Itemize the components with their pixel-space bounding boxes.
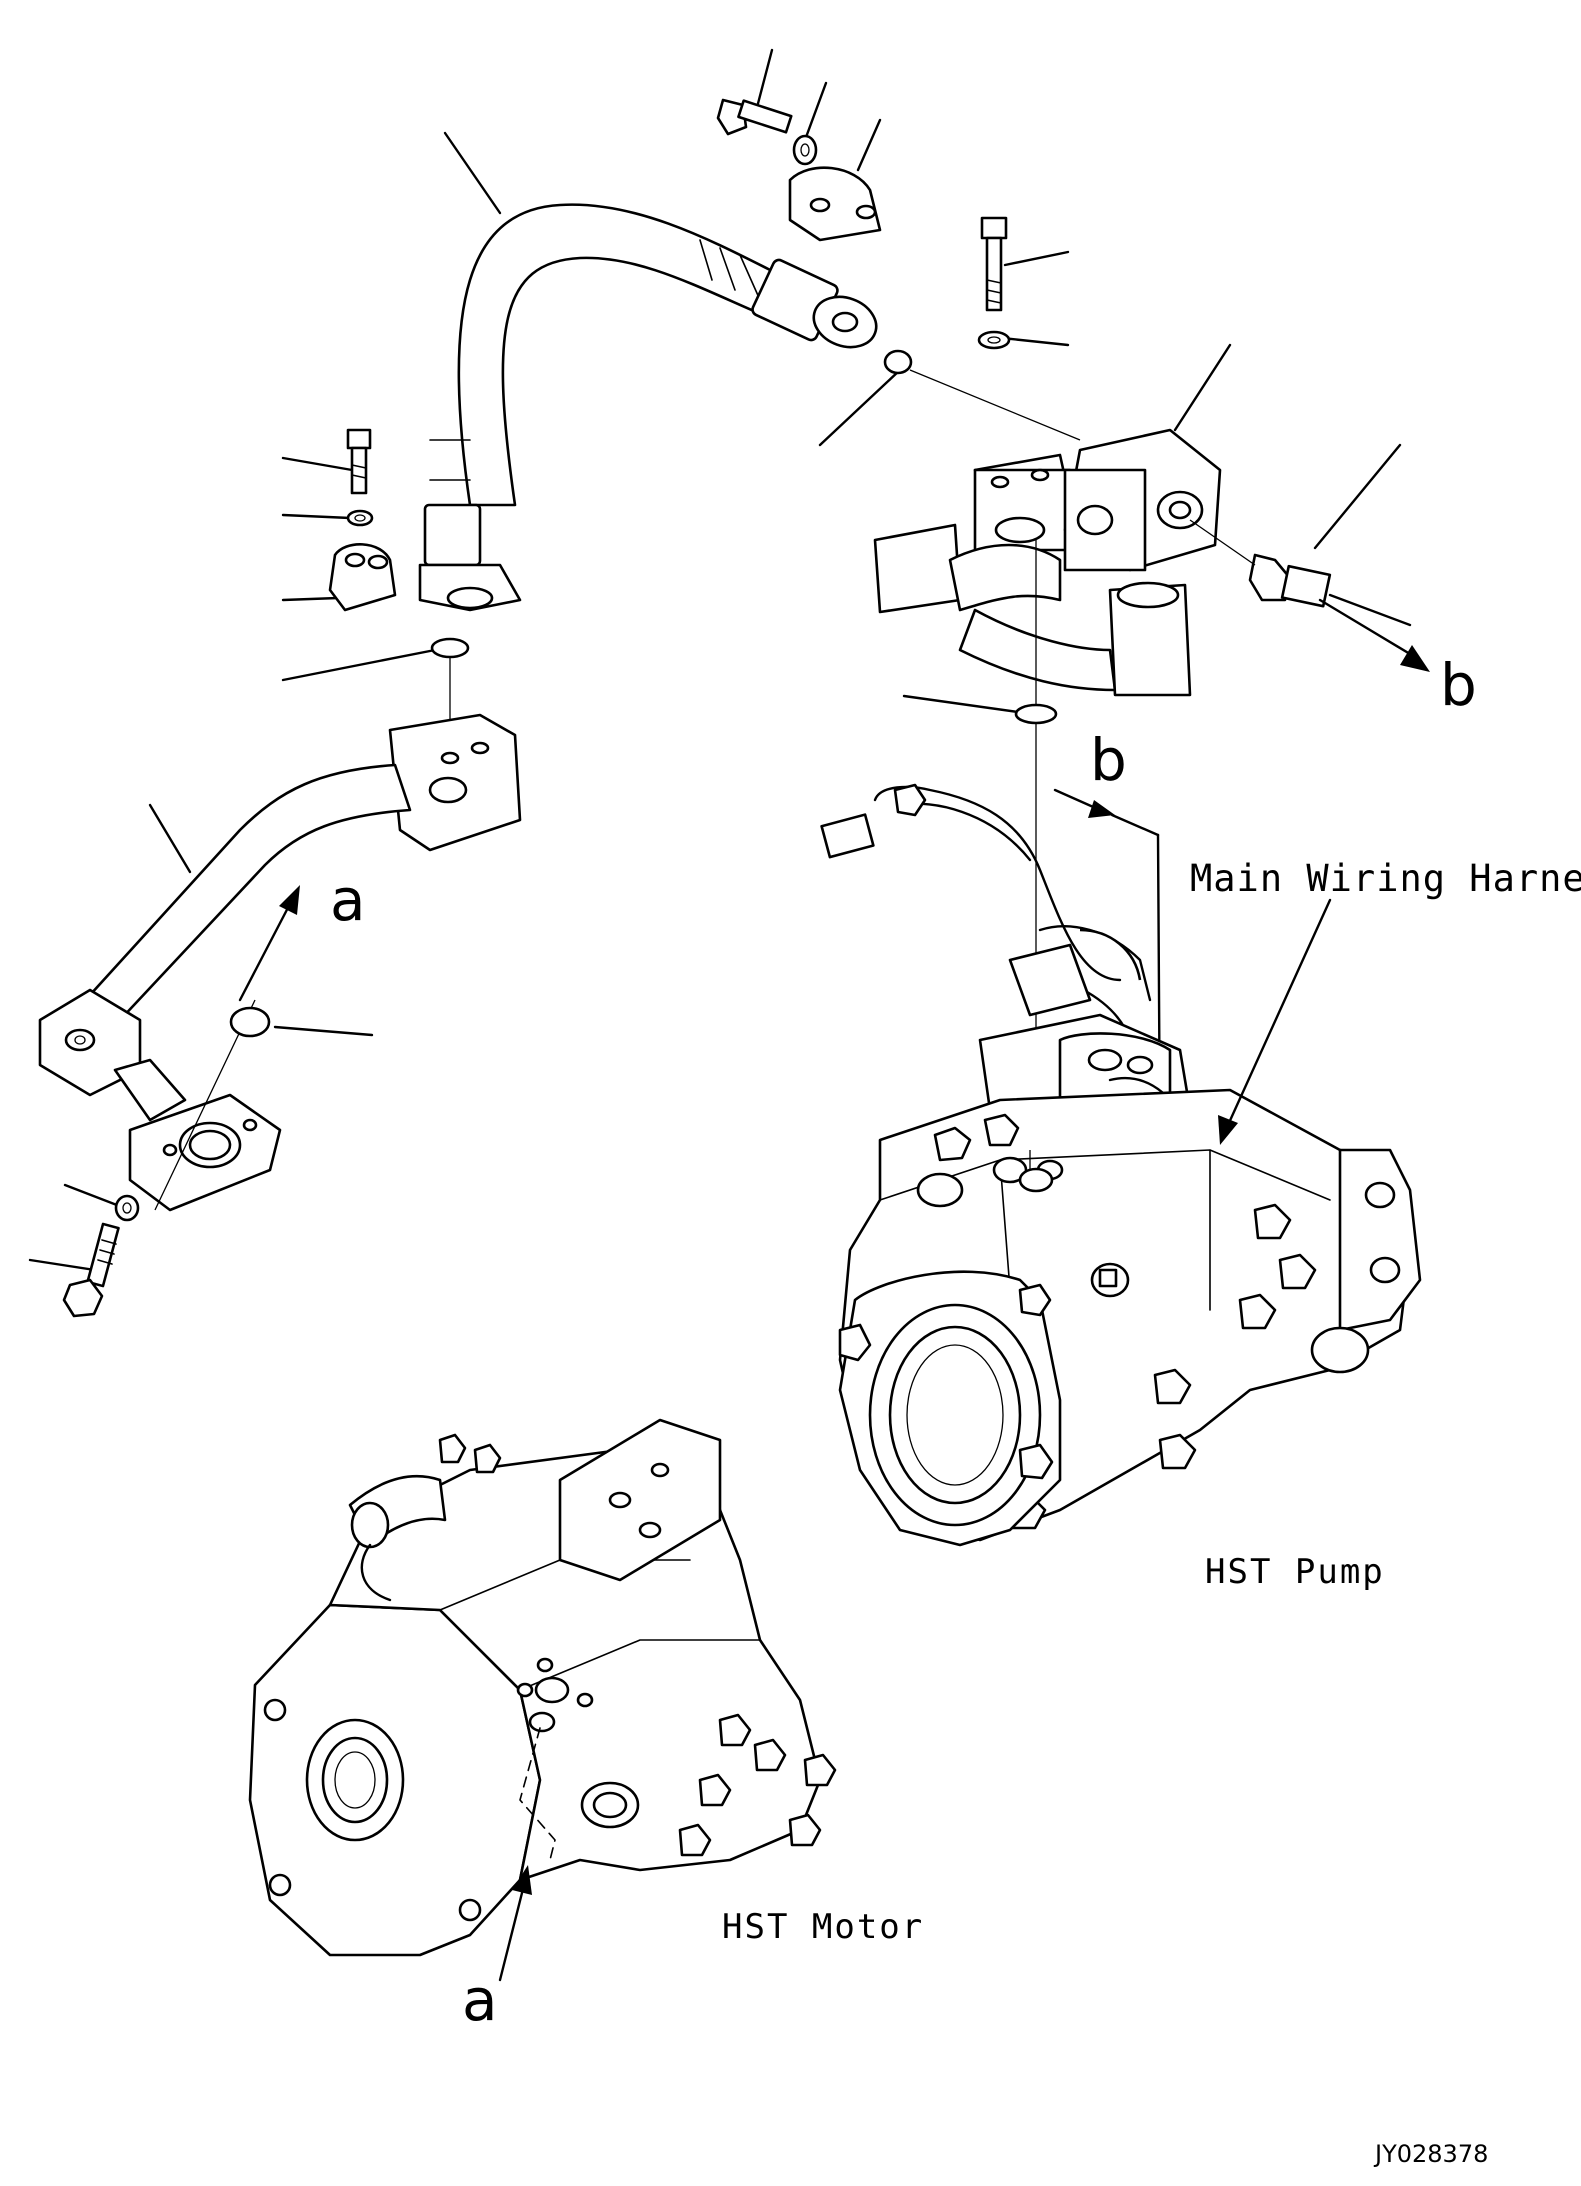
upper-hydraulic-hose <box>418 203 878 612</box>
o-ring-upper <box>883 349 1081 441</box>
ref-label-a-upper: a <box>330 866 366 934</box>
arrow-a-upper <box>238 885 300 1002</box>
hst-pump <box>820 783 1422 1547</box>
main-wiring-harness-label: Main Wiring Harness <box>1190 857 1581 900</box>
right-manifold-assembly <box>873 428 1430 697</box>
o-ring-left <box>229 1006 271 1038</box>
hst-motor-label: HST Motor <box>722 1907 924 1947</box>
bottom-left-bolt <box>62 1194 140 1318</box>
left-bolt-set <box>328 428 470 730</box>
drawing-number: JY028378 <box>1373 2140 1488 2168</box>
ref-label-b-mid: b <box>1090 726 1127 794</box>
main-wiring-harness-callout: Main Wiring Harness <box>1190 857 1581 1145</box>
ref-label-b-right: b <box>1440 651 1477 719</box>
hst-motor <box>248 1418 837 1957</box>
lower-hydraulic-pipe <box>38 713 522 1212</box>
hst-pump-label: HST Pump <box>1205 1552 1385 1592</box>
right-bolt-set <box>977 216 1011 350</box>
ref-label-a-lower: a <box>462 1966 498 2034</box>
callout-leaders <box>28 48 1402 1272</box>
arrow-a-lower <box>498 1865 532 1982</box>
top-bolt-set <box>716 98 882 242</box>
